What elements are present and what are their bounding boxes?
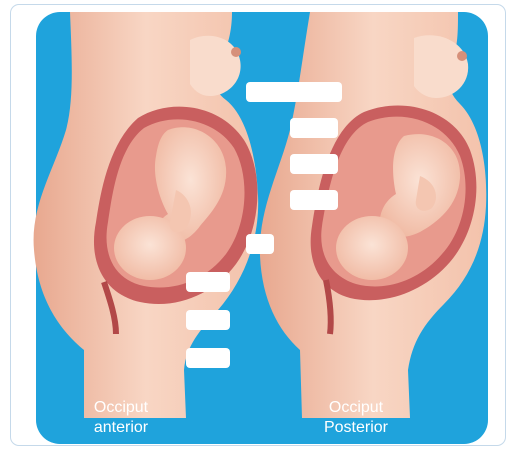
right-figure-occiput-posterior — [259, 12, 487, 418]
label-box-3[interactable] — [290, 154, 338, 174]
left-baby-head — [114, 216, 186, 280]
left-cervix — [101, 281, 119, 335]
caption-right-line1: Occiput — [328, 399, 384, 416]
label-box-7[interactable] — [186, 310, 230, 330]
label-box-6[interactable] — [186, 272, 230, 292]
caption-occiput-anterior: Occiput anterior — [51, 398, 191, 438]
left-breast — [190, 35, 241, 96]
right-cervix — [323, 279, 334, 335]
label-box-4[interactable] — [290, 190, 338, 210]
left-nipple — [231, 47, 241, 57]
right-nipple — [457, 51, 467, 61]
caption-right-line2: Posterior — [323, 419, 389, 436]
right-breast — [414, 35, 469, 98]
left-baby-arm — [169, 190, 191, 233]
label-box-8[interactable] — [186, 348, 230, 368]
right-baby-head — [336, 216, 408, 280]
label-box-2[interactable] — [290, 118, 338, 138]
caption-left-line1: Occiput — [93, 399, 149, 416]
label-box-5[interactable] — [246, 234, 274, 254]
caption-occiput-posterior: Occiput Posterior — [286, 398, 426, 438]
label-box-1[interactable] — [246, 82, 342, 102]
caption-left-line2: anterior — [93, 419, 149, 436]
right-baby-arm — [415, 176, 436, 211]
